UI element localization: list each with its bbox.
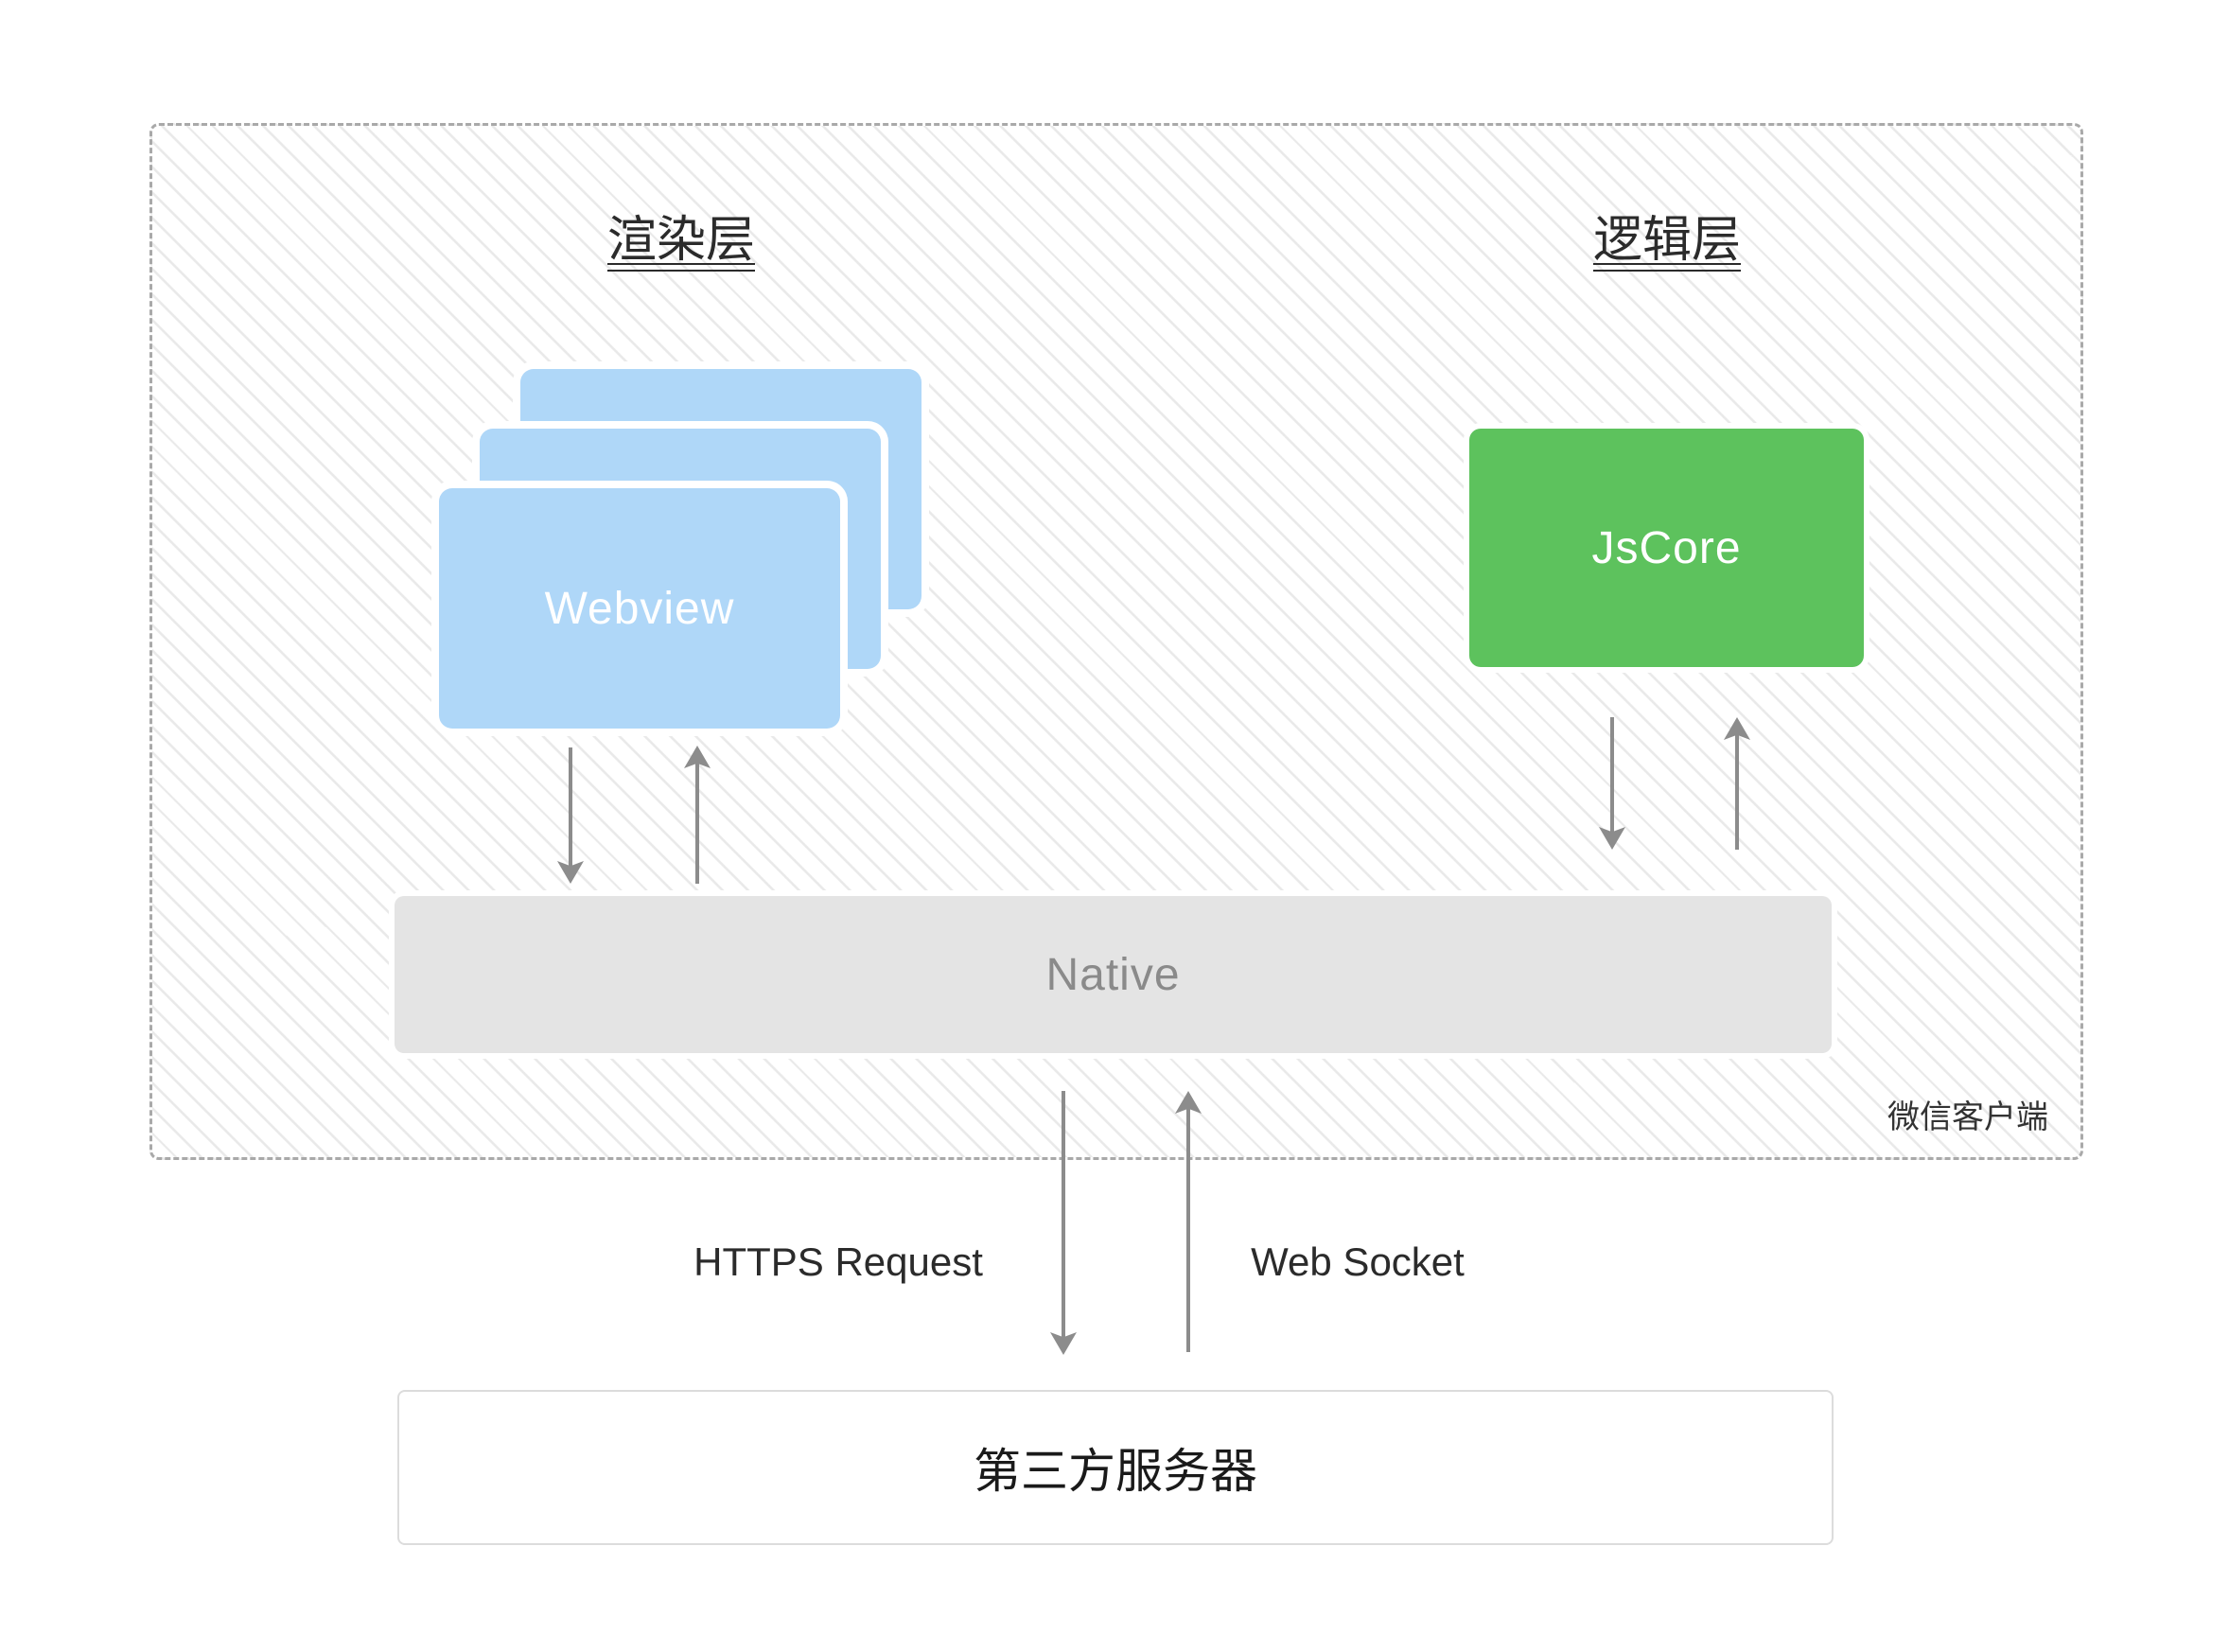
jscore-box: JsCore <box>1469 429 1864 667</box>
https-request-label: HTTPS Request <box>693 1239 983 1284</box>
logic-layer-heading: 逻辑层 <box>1497 213 1837 272</box>
web-socket-label: Web Socket <box>1251 1239 1465 1284</box>
https-request-arrow-down-icon <box>1050 1091 1077 1355</box>
native-to-jscore-arrow-up-icon <box>1724 717 1750 850</box>
logic-layer-heading-text: 逻辑层 <box>1592 213 1741 272</box>
jscore-label: JsCore <box>1591 522 1742 573</box>
third-party-server-label: 第三方服务器 <box>974 1445 1257 1498</box>
third-party-server-box: 第三方服务器 <box>397 1390 1834 1545</box>
jscore-to-native-arrow-down-icon <box>1599 717 1625 850</box>
native-label: Native <box>1045 949 1181 1000</box>
native-bar: Native <box>395 896 1832 1053</box>
web-socket-arrow-up-icon <box>1175 1091 1202 1352</box>
webview-to-native-arrow-down-icon <box>557 747 584 884</box>
webview-card-front: Webview <box>439 488 840 729</box>
render-layer-heading: 渲染层 <box>511 213 851 272</box>
native-to-webview-arrow-up-icon <box>684 746 711 884</box>
wechat-client-label: 微信客户端 <box>1887 1099 2048 1135</box>
render-layer-heading-text: 渲染层 <box>606 213 755 272</box>
webview-label: Webview <box>544 583 735 634</box>
